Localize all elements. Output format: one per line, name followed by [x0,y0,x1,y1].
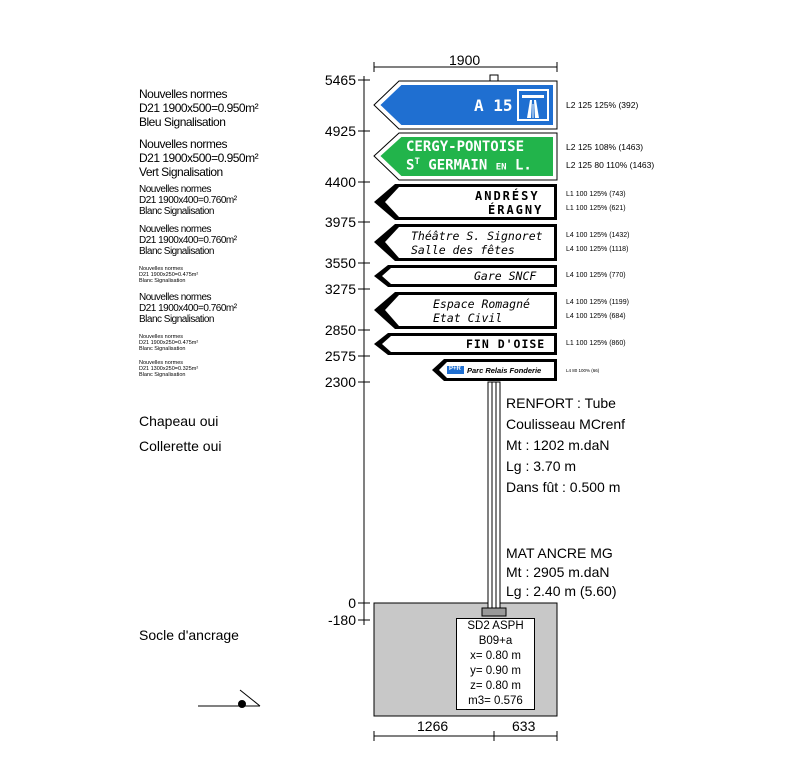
elevation-label: 5465 [324,72,356,88]
panel-andresy [374,184,557,220]
elevation-axis [358,76,370,625]
width-top-label: 1900 [449,52,481,68]
panel-a15 [373,80,558,130]
panel-andresy-line1: ANDRÉSY [475,189,540,203]
ref-label: L2 125 108% (1463) [566,142,644,152]
panel-a15-text: A 15 [474,96,513,115]
panel-cergy-line2: ST GERMAIN EN L. [406,157,532,174]
elevation-label: 2300 [324,374,356,390]
elevation-label: 2575 [324,348,356,364]
ref-label: L4 80 100% (66) [566,368,600,373]
panel-espace-line1: Espace Romagné [433,297,530,311]
panel-gare-text: Gare SNCF [474,269,537,283]
panel-finoise-text: FIN D'OISE [466,337,546,351]
bottom-dimension-line [373,731,558,741]
ref-label: L1 100 125% (621) [566,205,626,212]
panel-theatre-line2: Salle des fêtes [411,243,515,257]
elevation-label: 3550 [324,255,356,271]
panel-parc-text: Parc Relais Fonderie [467,366,542,375]
elevation-label: 3275 [324,281,356,297]
foundation-details: SD2 ASPH B09+a x= 0.80 m y= 0.90 m z= 0.… [456,618,535,710]
parc-badge-bg [447,366,464,374]
top-dimension-line [373,62,558,72]
mat-block: MAT ANCRE MG Mt : 2905 m.daN Lg : 2.40 m… [506,545,617,599]
panel-andresy-line2: ÉRAGNY [488,203,544,217]
panel-cergy [373,132,558,181]
socle-note: Socle d'ancrage [139,627,239,643]
renfort-block: RENFORT : Tube Coulisseau MCrenf Mt : 12… [506,395,626,495]
width-right-label: 633 [512,718,536,734]
panel-gare [374,265,557,287]
elevation-label: -180 [327,612,356,628]
elevation-label: 4925 [324,123,356,139]
ref-label: L4 100 125% (684) [566,313,626,320]
collerette-note: Collerette oui [139,438,222,454]
motorway-icon [517,89,549,121]
elevation-label: 4400 [324,174,356,190]
ref-label: L1 100 125% (860) [566,340,626,347]
panel-espace-line2: Etat Civil [433,311,503,325]
ref-label: L2 125 80 110% (1463) [566,160,655,170]
panel-finoise [374,333,557,355]
ref-label: L4 100 125% (770) [566,272,626,279]
width-left-label: 1266 [417,718,449,734]
panel-theatre-line1: Théâtre S. Signoret [411,229,543,243]
orientation-icon [198,689,261,708]
elevation-label: 0 [348,595,356,611]
ref-label: L4 100 125% (1432) [566,232,630,239]
panel-parc [432,359,557,381]
chapeau-note: Chapeau oui [139,413,219,429]
ref-label: L2 125 125% (392) [566,100,639,110]
ref-label: L1 100 125% (743) [566,191,626,198]
panel-espace [374,292,557,329]
panel-theatre [374,224,557,261]
post [481,74,507,617]
elevation-label: 3975 [324,214,356,230]
parc-badge-text: P+R [449,366,461,372]
elevation-label: 2850 [324,322,356,338]
panel-cergy-line1: CERGY-PONTOISE [406,139,525,155]
ref-label: L4 100 125% (1199) [566,299,629,306]
ref-label: L4 100 125% (1118) [566,246,629,253]
